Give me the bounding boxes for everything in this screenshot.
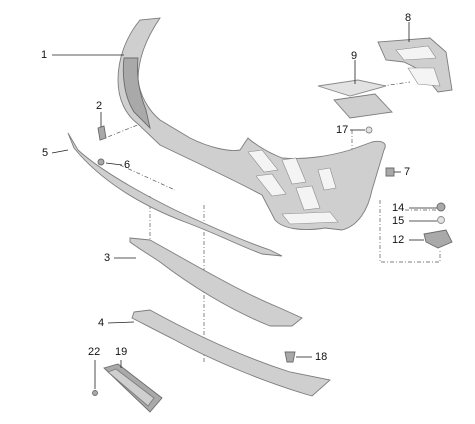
leader-lines <box>51 22 437 389</box>
callout-5: 5 <box>42 147 49 159</box>
callout-9: 9 <box>351 50 358 62</box>
lower-air-guide-part-4 <box>131 309 331 397</box>
lip-spoiler-part-3 <box>129 237 303 327</box>
clip-part-7 <box>385 167 395 177</box>
small-parts <box>92 125 453 396</box>
washer-part-15 <box>437 216 445 224</box>
callout-17: 17 <box>336 124 349 136</box>
callout-6: 6 <box>124 159 131 171</box>
bracket-part-12 <box>423 229 453 249</box>
callout-19: 19 <box>115 346 128 358</box>
spoiler-strip-part-5 <box>67 132 283 257</box>
nut-part-14 <box>436 202 446 212</box>
callout-12: 12 <box>392 234 405 246</box>
callout-7: 7 <box>404 166 411 178</box>
callout-8: 8 <box>405 12 412 24</box>
screw-part-22 <box>92 390 98 396</box>
callout-4: 4 <box>98 317 105 329</box>
callout-15: 15 <box>392 215 405 227</box>
plate-holder-part-19 <box>103 363 163 413</box>
air-guide-part-9 <box>317 79 393 119</box>
callout-14: 14 <box>392 202 405 214</box>
callout-18: 18 <box>315 351 328 363</box>
callout-22: 22 <box>88 346 101 358</box>
callout-1: 1 <box>41 49 48 61</box>
clip-part-2 <box>97 125 107 141</box>
bracket-part-8 <box>377 37 453 93</box>
callout-2: 2 <box>96 100 103 112</box>
callout-3: 3 <box>104 252 111 264</box>
bumper-cover-part-1 <box>117 17 386 231</box>
clip-part-18 <box>284 351 296 363</box>
clip-part-6 <box>97 158 105 166</box>
screw-part-17 <box>365 126 373 134</box>
